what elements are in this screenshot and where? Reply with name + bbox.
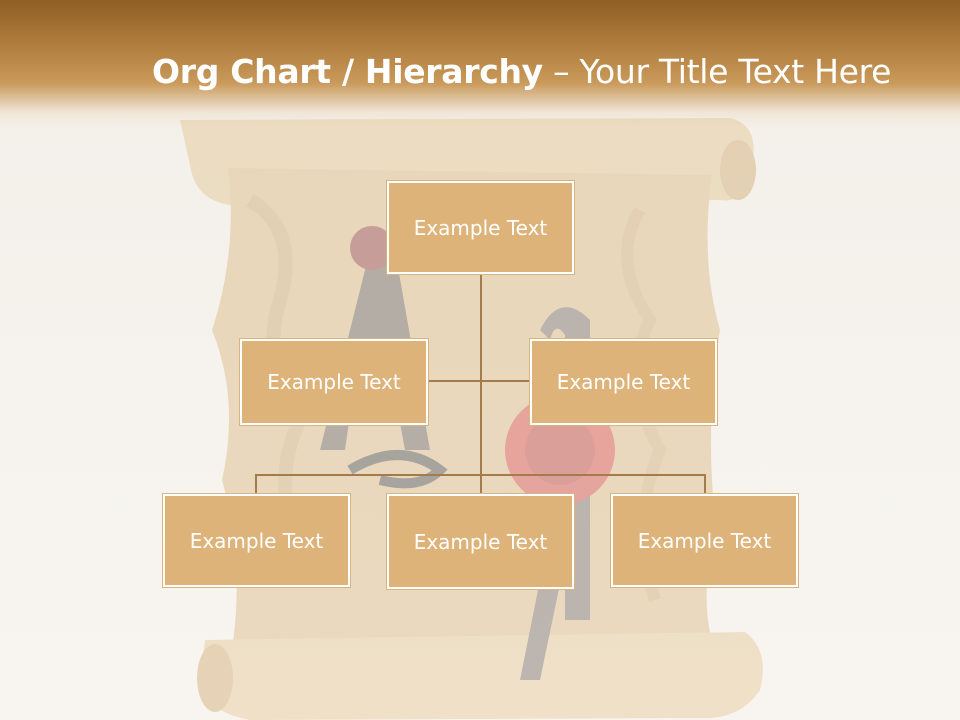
org-node-child-center[interactable]: Example Text: [386, 493, 575, 590]
org-node-label: Example Text: [267, 370, 401, 394]
org-node-assistant-left[interactable]: Example Text: [239, 338, 429, 426]
org-node-label: Example Text: [189, 528, 324, 553]
org-node-label: Example Text: [637, 528, 772, 553]
slide-title: Org Chart / Hierarchy – Your Title Text …: [152, 52, 932, 91]
connector-root-trunk: [480, 272, 482, 494]
org-node-label: Example Text: [413, 529, 548, 554]
title-rest: Your Title Text Here: [579, 52, 892, 91]
connector-child-right-drop: [704, 474, 706, 494]
org-node-label: Example Text: [413, 215, 548, 240]
org-node-label: Example Text: [556, 370, 691, 394]
connector-children-bar: [255, 474, 706, 476]
title-separator: –: [542, 52, 580, 91]
title-bold-part: Org Chart / Hierarchy: [152, 52, 543, 91]
connector-assistant-bar: [428, 380, 532, 382]
org-node-child-right[interactable]: Example Text: [610, 493, 799, 588]
org-node-assistant-right[interactable]: Example Text: [529, 338, 718, 426]
connector-child-left-drop: [255, 474, 257, 494]
org-node-root[interactable]: Example Text: [386, 180, 575, 275]
header-band: [0, 0, 960, 128]
org-node-child-left[interactable]: Example Text: [162, 493, 351, 588]
